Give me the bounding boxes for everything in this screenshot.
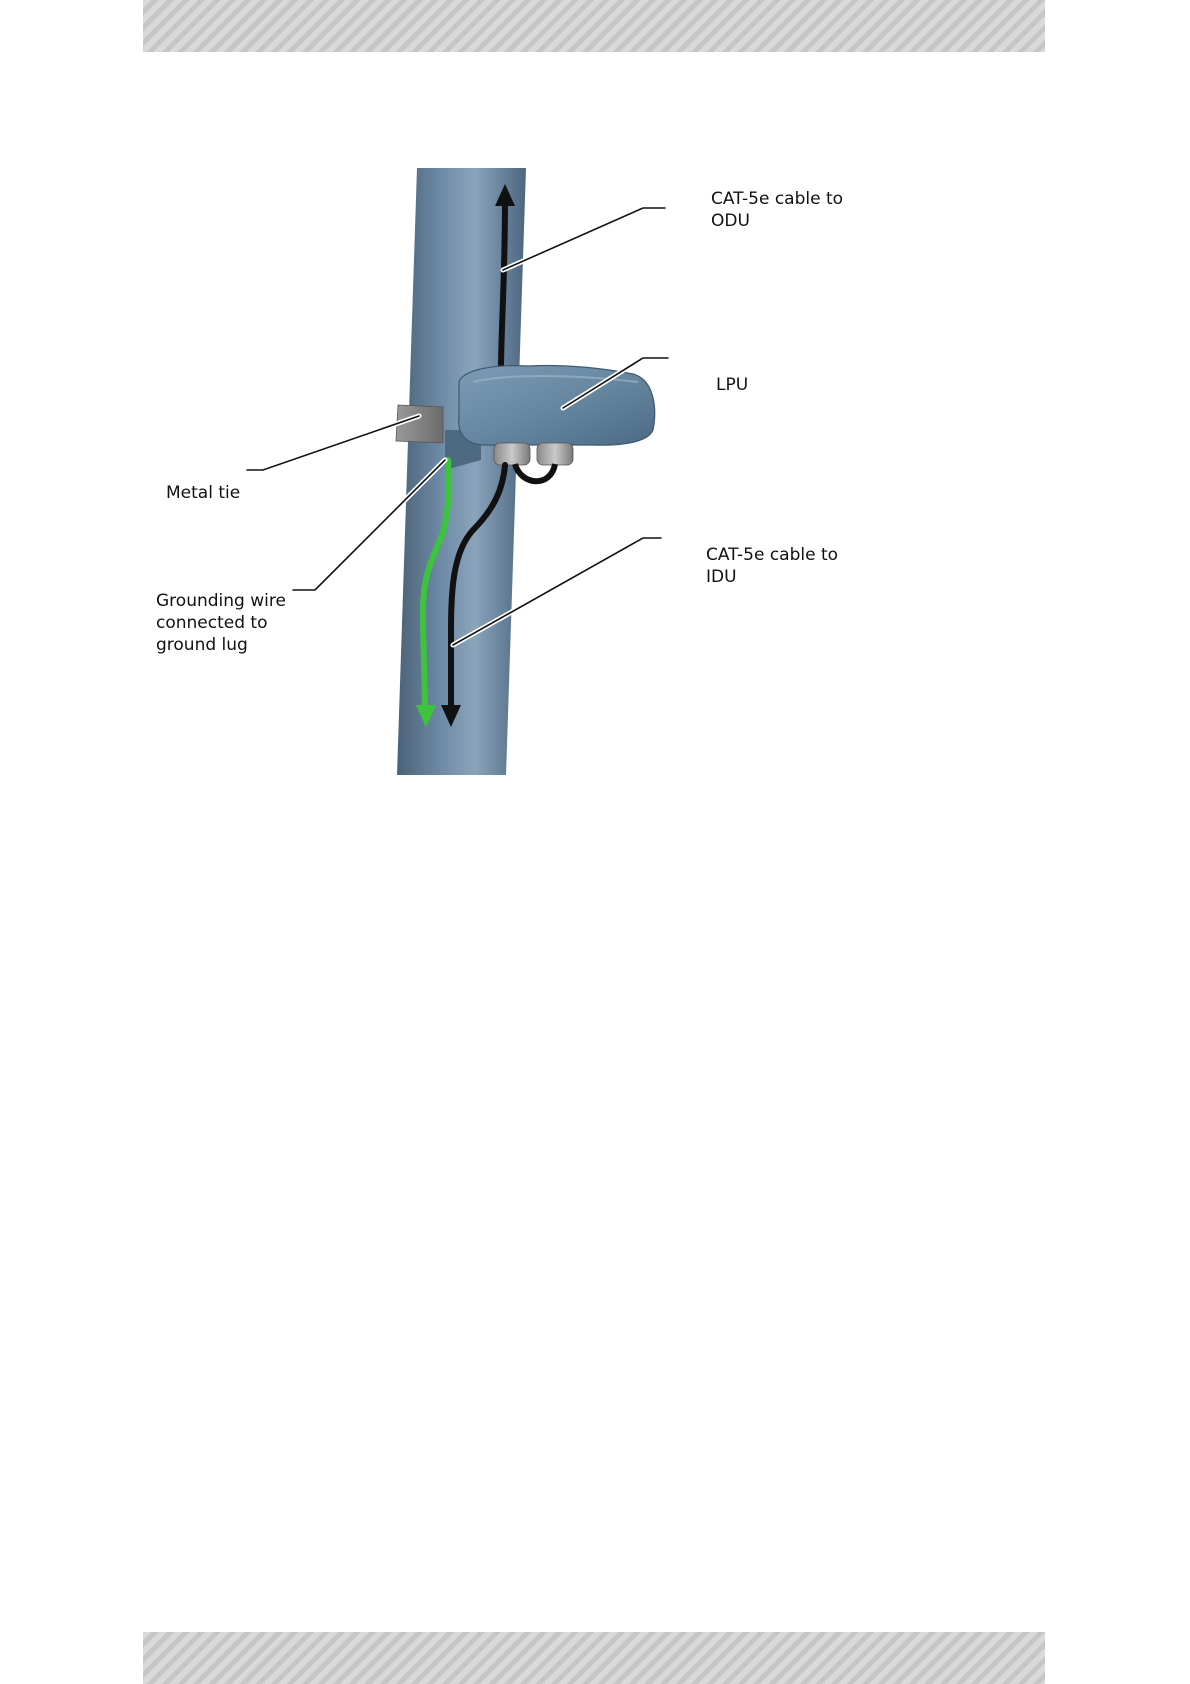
cable-loop — [515, 464, 555, 481]
lpu-installation-figure: CAT-5e cable to ODU LPU Metal tie CAT-5e… — [143, 160, 1045, 800]
label-grounding-line3: ground lug — [156, 634, 286, 656]
lpu-body — [459, 365, 655, 445]
label-cat5-odu-line1: CAT-5e cable to — [711, 188, 843, 210]
label-grounding-line1: Grounding wire — [156, 590, 286, 612]
footer-hatch-band — [143, 1632, 1045, 1684]
label-lpu: LPU — [716, 374, 748, 396]
label-lpu-text: LPU — [716, 374, 748, 396]
label-metal-tie: Metal tie — [166, 482, 240, 504]
gland-left — [494, 443, 530, 465]
header-hatch-band — [143, 0, 1045, 52]
label-cat5-odu: CAT-5e cable to ODU — [711, 188, 843, 232]
label-grounding-wire: Grounding wire connected to ground lug — [156, 590, 286, 656]
label-cat5-idu: CAT-5e cable to IDU — [706, 544, 838, 588]
lpu-diagram-svg — [143, 160, 1045, 800]
label-cat5-idu-line2: IDU — [706, 566, 838, 588]
label-cat5-idu-line1: CAT-5e cable to — [706, 544, 838, 566]
label-metal-tie-text: Metal tie — [166, 482, 240, 504]
label-grounding-line2: connected to — [156, 612, 286, 634]
label-cat5-odu-line2: ODU — [711, 210, 843, 232]
gland-right — [537, 443, 573, 465]
